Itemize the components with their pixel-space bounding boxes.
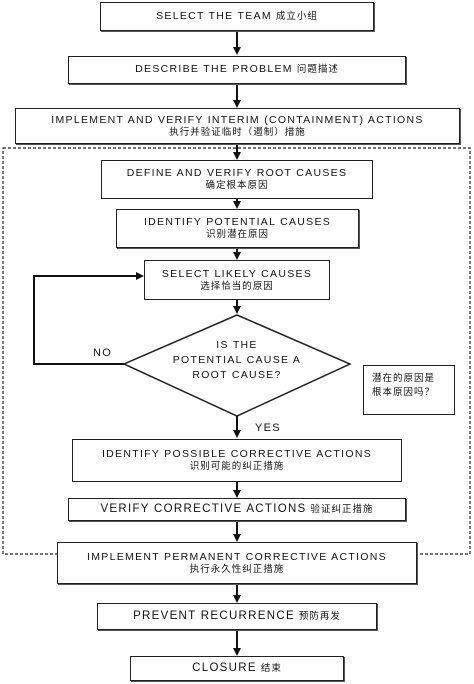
yes-label: YES [255,422,281,434]
step-label-en: IMPLEMENT PERMANENT CORRECTIVE ACTIONS [87,550,387,563]
note-line-2: 根本原因吗？ [372,387,436,399]
step-label-zh: 识别可能的纠正措施 [189,461,285,473]
decision-note: 潜在的原因是 根本原因吗？ [363,365,455,415]
no-label: NO [93,347,113,359]
step-label-en: DEFINE AND VERIFY ROOT CAUSES [126,167,348,179]
step-label-zh: 结束 [260,662,282,674]
step-select-likely-causes: SELECT LIKELY CAUSES 选择恰当的原因 [144,260,330,300]
step-label-en: IDENTIFY POTENTIAL CAUSES [143,216,332,228]
step-label-en: IMPLEMENT AND VERIFY INTERIM (CONTAINMEN… [51,113,424,126]
step-label-en: IDENTIFY POSSIBLE CORRECTIVE ACTIONS [101,448,373,460]
decision-line-2: POTENTIAL CAUSE A [172,354,302,367]
note-line-1: 潜在的原因是 [372,373,436,384]
step-label-en: CLOSURE [192,662,257,675]
step-identify-corrective-actions: IDENTIFY POSSIBLE CORRECTIVE ACTIONS 识别可… [72,439,402,482]
step-label-zh: 选择恰当的原因 [200,280,274,292]
step-label-zh: 预防再发 [298,610,341,622]
step-label-zh: 执行并验证临时（遏制）措施 [169,126,306,138]
step-label-en: SELECT THE TEAM [156,9,272,22]
step-label-zh: 识别潜在原因 [205,229,269,241]
step-label-en: VERIFY CORRECTIVE ACTIONS [100,503,307,516]
step-define-root-causes: DEFINE AND VERIFY ROOT CAUSES 确定根本原因 [101,160,373,199]
step-label-zh: 成立小组 [275,10,318,22]
step-label-en: DESCRIBE THE PROBLEM [135,63,293,76]
decision-line-1: IS THE [216,339,258,351]
decision-question: IS THE POTENTIAL CAUSE A ROOT CAUSE? [150,338,324,384]
step-label-en: PREVENT RECURRENCE [133,610,295,623]
arrow-decision-no-loop [33,272,144,365]
step-label-zh: 问题描述 [296,64,339,76]
step-label-zh: 确定根本原因 [205,180,269,192]
step-implement-permanent-actions: IMPLEMENT PERMANENT CORRECTIVE ACTIONS 执… [57,542,417,584]
decision-line-3: ROOT CAUSE? [192,369,282,382]
step-label-zh: 验证纠正措施 [310,503,374,515]
step-label-zh: 执行永久性纠正措施 [189,563,285,575]
step-interim-actions: IMPLEMENT AND VERIFY INTERIM (CONTAINMEN… [15,108,460,144]
step-identify-potential-causes: IDENTIFY POTENTIAL CAUSES 识别潜在原因 [116,209,359,248]
step-label-en: SELECT LIKELY CAUSES [161,267,313,280]
